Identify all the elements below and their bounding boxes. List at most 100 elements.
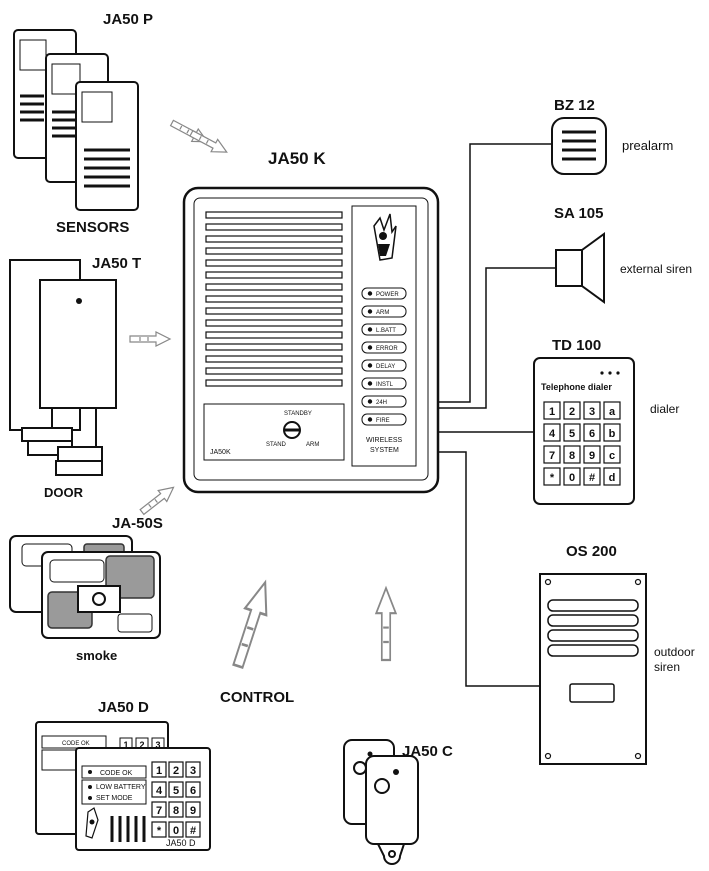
- ja50t-door-sensor: [9, 259, 117, 476]
- door-label: DOOR: [44, 485, 84, 500]
- dialer-key: [563, 467, 581, 486]
- dialer-key-label: 3: [589, 406, 595, 418]
- ja50c-label: JA50 C: [402, 743, 453, 760]
- wireless-arrow-icon: [129, 331, 171, 347]
- wireless-arrow-icon: [375, 586, 397, 662]
- ja50k-label: JA50 K: [268, 149, 326, 168]
- indicator-pill: [361, 377, 407, 390]
- wireless-arrow-icon: [168, 116, 231, 159]
- indicator-led-icon: [367, 291, 373, 296]
- keypad-key-label: 2: [173, 765, 179, 777]
- panel-knob-right: ARM: [306, 442, 319, 448]
- panel-knob-left: STAND: [266, 442, 287, 448]
- dialer-key: [603, 401, 621, 420]
- dialer-key: [583, 467, 601, 486]
- dialer-key: [543, 401, 561, 420]
- control-label: CONTROL: [220, 689, 294, 706]
- telephone-dialer-text: Telephone dialer: [541, 382, 612, 392]
- dialer-key: [543, 445, 561, 464]
- indicator-label: DELAY: [376, 364, 395, 370]
- keypad-key-label: 3: [190, 765, 196, 777]
- indicator-label: ERROR: [376, 346, 398, 352]
- dialer-key-label: a: [609, 406, 616, 418]
- keypad-key-label: #: [190, 825, 196, 837]
- dialer-key: [563, 423, 581, 442]
- dialer-key-label: 2: [569, 406, 575, 418]
- indicator-led-icon: [367, 417, 373, 422]
- dialer-key: [603, 445, 621, 464]
- smoke-label: smoke: [76, 648, 117, 663]
- svg-text:2: 2: [139, 740, 144, 750]
- panel-model-text: JA50K: [210, 449, 231, 456]
- dialer-key-label: 5: [569, 428, 575, 440]
- dialer-key-label: 8: [569, 450, 575, 462]
- keypad-key-label: 1: [156, 765, 162, 777]
- keypad-key: [185, 801, 201, 818]
- wireless-arrow-icon: [226, 577, 278, 671]
- indicator-pill: [361, 359, 407, 372]
- alarm-figure-icon: [373, 213, 397, 261]
- indicator-label: INSTL: [376, 382, 394, 388]
- ja50d-panel-label: JA50 D: [166, 838, 196, 848]
- indicator-pill: [361, 341, 407, 354]
- indicator-led-icon: [367, 345, 373, 350]
- speaker-icon: [555, 232, 605, 304]
- dialer-key-label: 7: [549, 450, 555, 462]
- dialer-key-label: b: [609, 428, 616, 440]
- indicator-label: L.BATT: [376, 328, 396, 334]
- dialer-key-label: 0: [569, 472, 575, 484]
- alarm-figure-icon: [85, 807, 99, 839]
- keypad-key: [168, 801, 184, 818]
- keypad-key-label: 8: [173, 805, 179, 817]
- keypad-lowbattery: LOW BATTERY: [96, 784, 146, 791]
- dialer-key-label: 6: [589, 428, 595, 440]
- indicator-pill: [361, 287, 407, 300]
- prealarm-label: prealarm: [622, 138, 673, 153]
- indicator-led-icon: [367, 309, 373, 314]
- ja50p-label: JA50 P: [103, 11, 153, 28]
- indicator-label: POWER: [376, 292, 399, 298]
- keypad-key-label: 7: [156, 805, 162, 817]
- ja50d-label: JA50 D: [98, 699, 149, 716]
- indicator-led-icon: [367, 399, 373, 404]
- keypad-key: [168, 781, 184, 798]
- dialer-key: [563, 445, 581, 464]
- keypad-key: [151, 821, 167, 838]
- indicator-label: 24H: [376, 400, 387, 406]
- keypad-key: [151, 781, 167, 798]
- external-siren-label: external siren: [620, 262, 692, 276]
- dialer-key: [583, 423, 601, 442]
- dialer-key-label: 1: [549, 406, 555, 418]
- ja50s-label: JA-50S: [112, 515, 163, 532]
- keypad-key-label: 0: [173, 825, 179, 837]
- dialer-key: [603, 423, 621, 442]
- dialer-key: [543, 423, 561, 442]
- dialer-key-label: 9: [589, 450, 595, 462]
- keypad-key-label: *: [157, 825, 162, 837]
- indicator-led-icon: [367, 381, 373, 386]
- td100-label: TD 100: [552, 337, 601, 354]
- indicator-label: ARM: [376, 310, 389, 316]
- indicator-led-icon: [367, 327, 373, 332]
- ja50t-label: JA50 T: [92, 255, 141, 272]
- ja50p-sensors: [13, 29, 139, 211]
- indicator-pill: [361, 395, 407, 408]
- ja50k-control-panel: JA50K STANDBY STAND ARM POWER ARM L.BATT ER…: [182, 186, 440, 494]
- indicator-pill: [361, 305, 407, 318]
- keypad-codeok: CODE OK: [100, 770, 133, 777]
- keypad-key: [151, 761, 167, 778]
- keypad-key-label: 4: [156, 785, 163, 797]
- dialer-key: [583, 445, 601, 464]
- siren-label: siren: [654, 660, 680, 674]
- keypad-key: [185, 821, 201, 838]
- speaker-icon: [551, 117, 607, 175]
- bz12-label: BZ 12: [554, 97, 595, 114]
- indicator-pill: [361, 323, 407, 336]
- panel-standby-text: STANDBY: [284, 411, 312, 417]
- ja50c-remote: [343, 739, 419, 865]
- keypad-setmode: SET MODE: [96, 795, 133, 802]
- indicator-led-icon: [367, 363, 373, 368]
- dialer-key: [583, 401, 601, 420]
